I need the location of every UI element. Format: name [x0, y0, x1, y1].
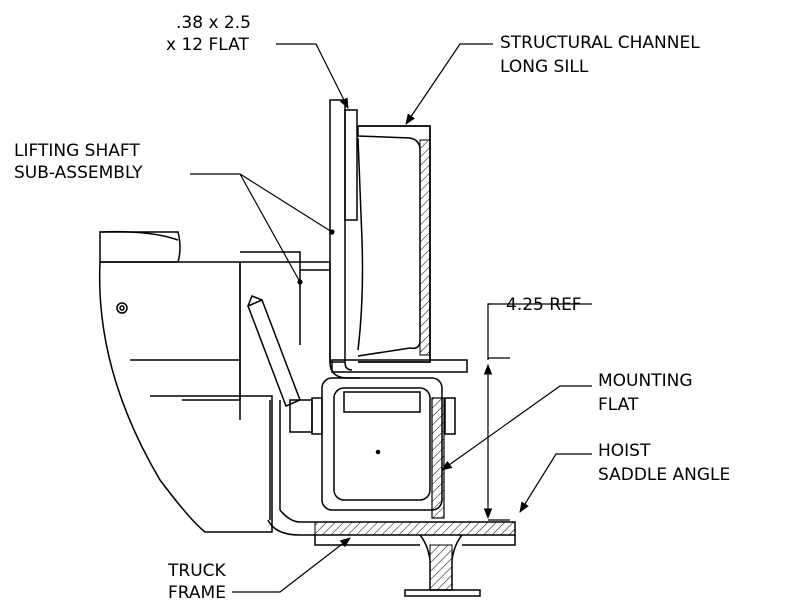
ref-dimension-label: 4.25 REF: [506, 295, 582, 315]
ref-dimension: [487, 303, 492, 360]
lifting-shaft-body: [98, 230, 331, 533]
hoist-label-line2: SADDLE ANGLE: [598, 465, 731, 485]
sill-plate: [331, 359, 468, 373]
vertical-flat-bar: [329, 99, 360, 379]
channel-label-line1: STRUCTURAL CHANNEL: [500, 33, 700, 53]
leader-truck: [232, 537, 351, 593]
leader-hoist: [519, 453, 592, 513]
shaft-label-line1: LIFTING SHAFT: [14, 141, 140, 161]
bolt-head-icon: [116, 302, 128, 314]
flat-label-line2: x 12 FLAT: [166, 35, 249, 55]
channel-label-line2: LONG SILL: [500, 57, 589, 77]
hoist-label-line1: HOIST: [598, 441, 651, 461]
flat-label-line1: .38 x 2.5: [176, 13, 251, 33]
square-tube: [321, 377, 443, 511]
bolts: [269, 397, 456, 520]
truck-frame: [267, 509, 516, 597]
shaft-label-line2: SUB-ASSEMBLY: [14, 163, 143, 183]
mounting-label-line2: FLAT: [598, 395, 639, 415]
leader-flat: [276, 43, 349, 109]
leader-channel: [405, 43, 493, 125]
leader-mounting: [441, 385, 592, 471]
structural-channel: [357, 125, 431, 363]
truck-label-line1: TRUCK: [168, 561, 226, 581]
mounting-flat: [431, 397, 445, 519]
mounting-label-line1: MOUNTING: [598, 371, 693, 391]
leader-shaft: [190, 173, 333, 233]
truck-label-line2: FRAME: [168, 583, 226, 603]
